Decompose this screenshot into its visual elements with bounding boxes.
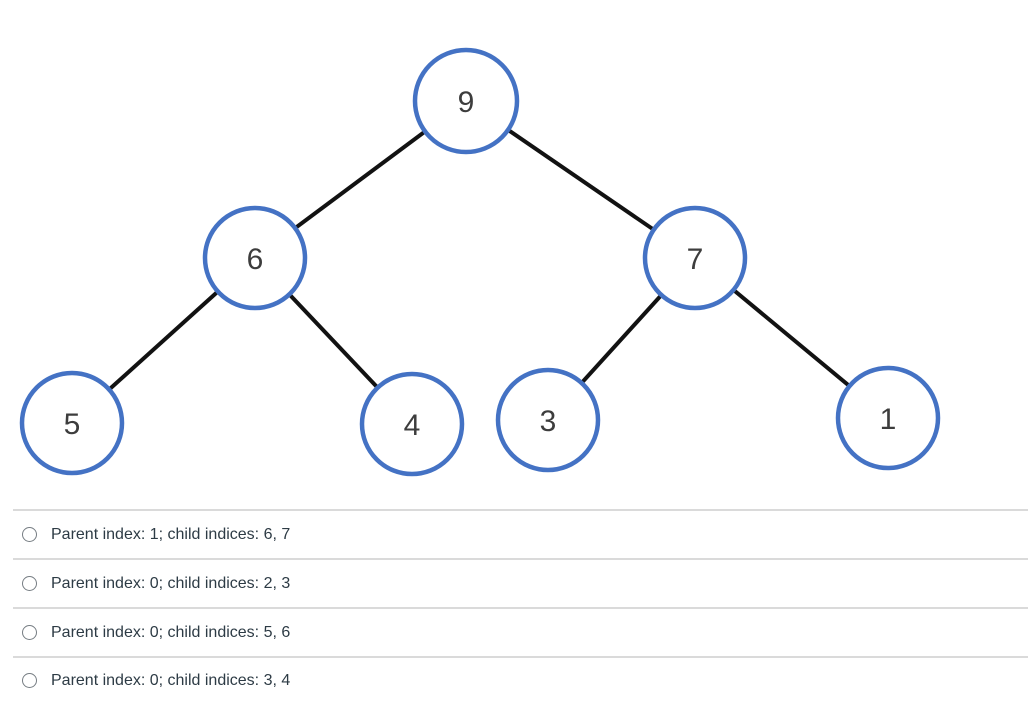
option-label: Parent index: 1; child indices: 6, 7 — [51, 525, 291, 543]
tree-node-value: 5 — [64, 408, 81, 441]
tree-node-circle — [835, 365, 941, 471]
tree-node-value: 9 — [458, 86, 475, 119]
answer-options: Parent index: 1; child indices: 6, 7 Pare… — [0, 509, 1028, 703]
tree-node-1: 1 — [835, 365, 941, 471]
tree-node-value: 7 — [687, 243, 704, 276]
tree-svg: 9 6 7 5 4 3 1 — [19, 47, 941, 477]
tree-node-value: 3 — [540, 405, 557, 438]
tree-node-7: 7 — [642, 205, 748, 311]
tree-node-circle — [642, 205, 748, 311]
option-label: Parent index: 0; child indices: 5, 6 — [51, 623, 291, 641]
radio-button[interactable] — [22, 625, 37, 640]
tree-node-5: 5 — [19, 370, 125, 476]
tree-node-circle — [495, 367, 601, 473]
tree-node-9: 9 — [412, 47, 520, 155]
binary-tree-diagram: 9 6 7 5 4 3 1 — [19, 47, 941, 477]
tree-node-3: 3 — [495, 367, 601, 473]
tree-node-value: 4 — [404, 409, 421, 442]
tree-node-6: 6 — [202, 205, 308, 311]
radio-button[interactable] — [22, 576, 37, 591]
answer-option-3[interactable]: Parent index: 0; child indices: 5, 6 — [13, 607, 1028, 656]
tree-node-value: 6 — [247, 243, 264, 276]
radio-button[interactable] — [22, 527, 37, 542]
tree-node-circle — [359, 371, 465, 477]
answer-option-2[interactable]: Parent index: 0; child indices: 2, 3 — [13, 558, 1028, 607]
tree-node-circle — [202, 205, 308, 311]
answer-option-1[interactable]: Parent index: 1; child indices: 6, 7 — [13, 509, 1028, 558]
tree-node-4: 4 — [359, 371, 465, 477]
option-label: Parent index: 0; child indices: 2, 3 — [51, 574, 291, 592]
option-label: Parent index: 0; child indices: 3, 4 — [51, 671, 291, 689]
answer-option-4[interactable]: Parent index: 0; child indices: 3, 4 — [13, 656, 1028, 703]
radio-button[interactable] — [22, 673, 37, 688]
tree-node-value: 1 — [880, 403, 897, 436]
tree-node-circle — [19, 370, 125, 476]
tree-node-circle — [412, 47, 520, 155]
